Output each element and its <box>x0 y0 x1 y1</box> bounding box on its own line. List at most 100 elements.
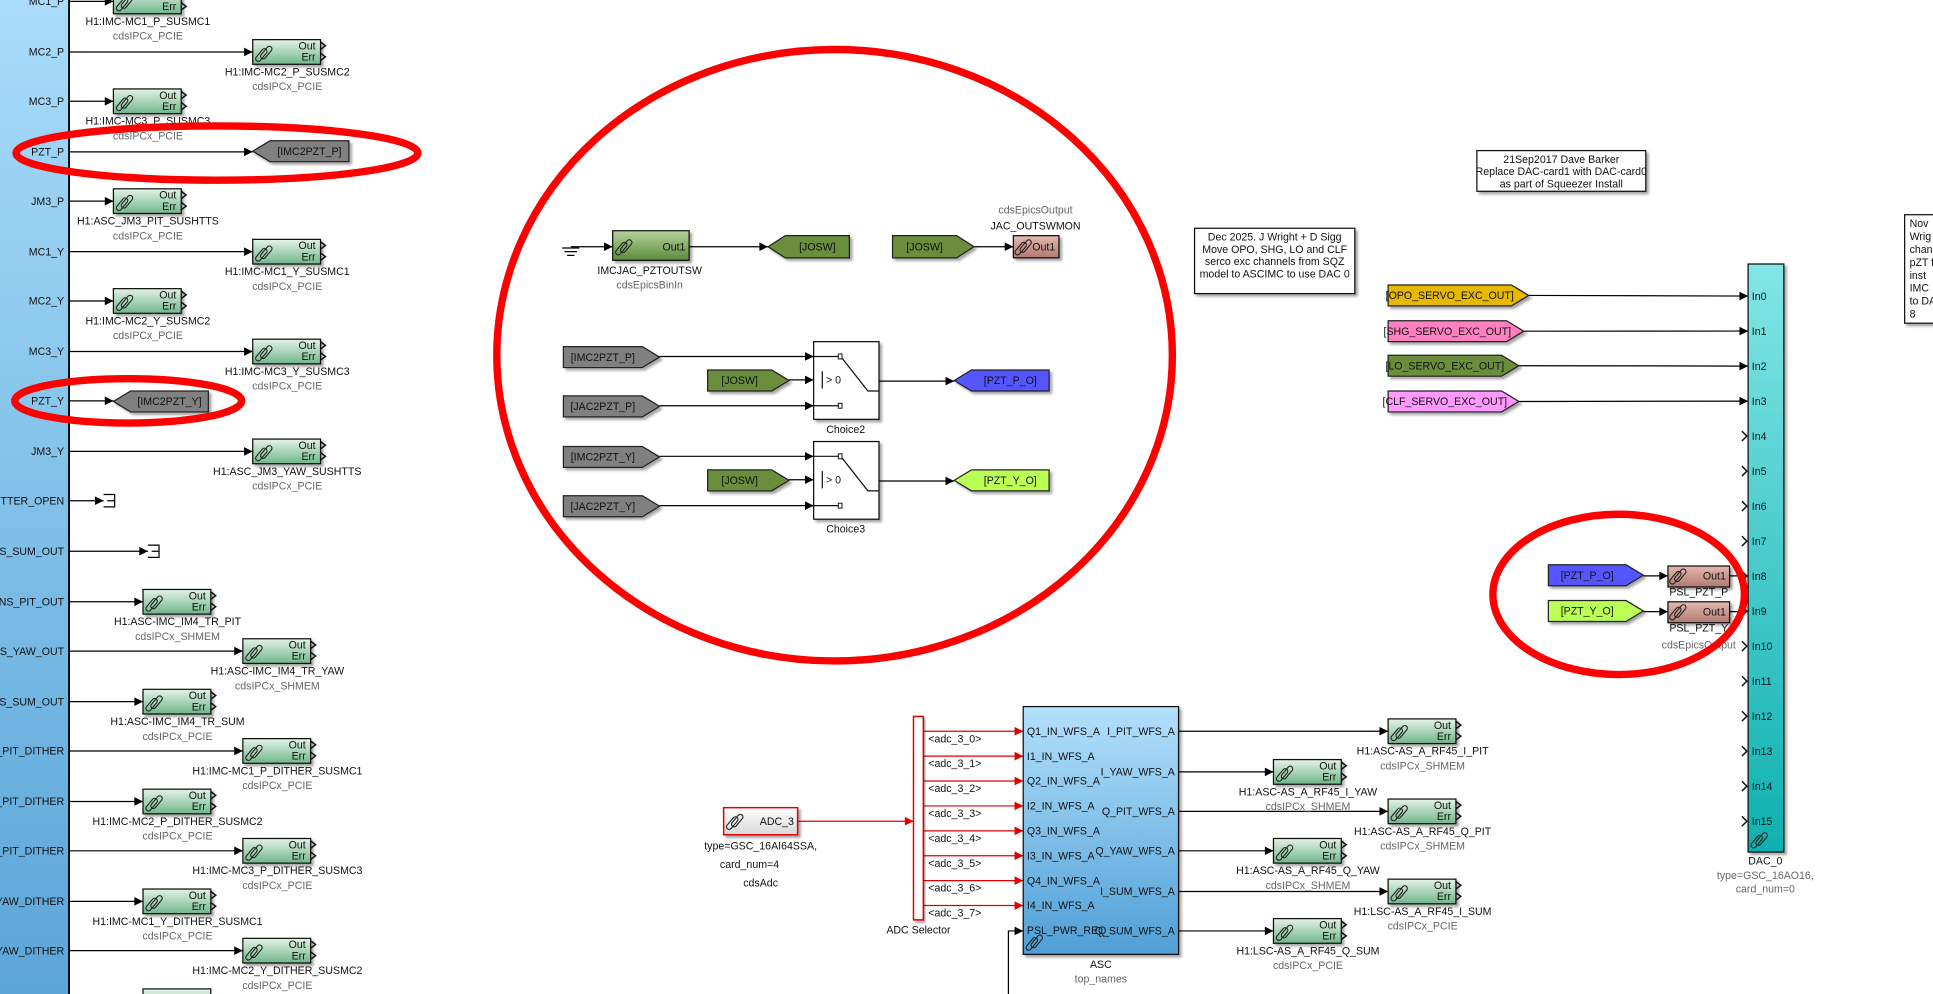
ipc-block-name: H1:IMC-MC3_P_DITHER_SUSMC3 <box>192 865 362 877</box>
adc-selector-block[interactable] <box>912 715 925 921</box>
ipc-out-port-label: Out <box>189 890 206 902</box>
asc-input-port: Q2_IN_WFS_A <box>1027 776 1101 788</box>
goto-pzt-p-o[interactable] <box>952 369 1050 392</box>
dac-name: DAC_0 <box>1748 855 1782 867</box>
adc-channel-label: <adc_3_6> <box>928 883 981 895</box>
library-link-icon <box>1390 724 1408 742</box>
from-lo-servo-exc[interactable] <box>1387 354 1520 377</box>
ipc-block-type: cdsIPCx_PCIE <box>113 330 183 342</box>
switch-block-1[interactable] <box>813 440 880 520</box>
bus-signal-line-arrowhead <box>104 0 114 6</box>
ipc-block-partial[interactable] <box>142 988 212 994</box>
ipc-block-type: cdsIPCx_PCIE <box>242 880 312 892</box>
ipc-err-port-label: Err <box>292 850 307 862</box>
goto-pzt-y-o[interactable] <box>952 469 1050 492</box>
psl-epics-output-block[interactable] <box>1667 601 1731 624</box>
dac-input-port: In5 <box>1752 466 1767 478</box>
psl-epics-output-block[interactable] <box>1667 565 1731 588</box>
ipc-block-name: H1:IMC-MC1_P_DITHER_SUSMC1 <box>192 765 362 777</box>
annotation-dec2025-line: serco exc channels from SQZ <box>1205 256 1345 268</box>
bus-port-label: PZT_P <box>31 147 64 159</box>
ipc-err-port-label: Err <box>192 701 207 713</box>
goto-josw[interactable] <box>766 235 851 259</box>
ipc-block[interactable] <box>1272 837 1342 864</box>
annotation-nov-partial-line: Wrig <box>1910 231 1932 243</box>
epics-binin-type: cdsEpicsBinIn <box>616 280 683 292</box>
from-josw[interactable] <box>706 369 791 392</box>
ipc-out-port-label: Out <box>189 690 206 702</box>
bus-port-label: _YAW_DITHER <box>0 945 64 957</box>
from-shg-servo-exc[interactable] <box>1387 320 1525 343</box>
from-josw[interactable] <box>891 235 976 259</box>
switch-icon <box>813 355 879 407</box>
dac-block[interactable] <box>1747 263 1785 853</box>
library-link-icon <box>245 944 263 961</box>
switch-output-wire-arrowhead <box>945 376 955 386</box>
from-clf-servo-exc[interactable] <box>1387 390 1520 413</box>
bus-port-label: MC1_P <box>29 0 64 8</box>
from-jac2pzt_p[interactable] <box>562 395 661 418</box>
ipc-block-name: H1:IMC-MC2_Y_DITHER_SUSMC2 <box>192 965 362 977</box>
from-shg-servo-exc-label: [SHG_SERVO_EXC_OUT] <box>1384 326 1512 338</box>
output-port-icon <box>210 890 217 911</box>
switch-name: Choice3 <box>826 524 865 536</box>
asc-subsystem-block[interactable] <box>1022 705 1180 955</box>
output-port-icon <box>320 241 327 261</box>
ipc-block-name: H1:IMC-MC1_P_SUSMC1 <box>86 16 211 28</box>
from-imc2pzt_p-label: [IMC2PZT_P] <box>571 352 635 364</box>
annotation-dec2025[interactable] <box>1193 227 1356 295</box>
epics-binin-block[interactable] <box>612 230 690 261</box>
asc-output-wire-arrowhead <box>1264 767 1274 777</box>
annotation-sep2017-line: as part of Squeezer Install <box>1500 179 1623 191</box>
ipc-block[interactable] <box>112 0 182 15</box>
ipc-err-port-label: Err <box>1437 891 1452 903</box>
library-link-icon <box>1669 604 1687 621</box>
output-port-icon <box>1455 800 1463 821</box>
epics-binin-out-label: Out1 <box>662 241 685 253</box>
bus-signal-line-arrowhead <box>134 697 144 706</box>
epics-output-jac-block[interactable] <box>1012 235 1060 259</box>
output-port-icon <box>210 591 217 612</box>
adc-bus-wire-arrowhead <box>904 816 914 826</box>
dac-input-port: In9 <box>1752 606 1767 618</box>
dac-input-port: In14 <box>1752 781 1773 793</box>
ipc-err-port-label: Err <box>301 251 316 263</box>
from-opo-servo-exc[interactable] <box>1387 284 1530 307</box>
output-port-icon <box>180 190 188 211</box>
highlight-ellipse <box>493 45 1177 665</box>
goto-imc2pzt-p[interactable] <box>251 140 350 163</box>
asc-input-port: I3_IN_WFS_A <box>1027 850 1096 862</box>
ipc-block[interactable] <box>252 39 322 65</box>
bus-signal-line-arrowhead <box>134 797 144 806</box>
from-imc2pzt_y[interactable] <box>562 445 661 469</box>
ipc-err-port-label: Err <box>192 901 207 913</box>
ipc-block[interactable] <box>252 338 322 365</box>
annotation-nov-partial-line: Nov <box>1910 218 1930 230</box>
switch-input-wire-arrowhead <box>805 452 814 461</box>
from-josw[interactable] <box>706 469 791 492</box>
annotation-nov-partial[interactable] <box>1904 214 1933 324</box>
switch-input-wire-arrowhead <box>805 352 814 361</box>
bus-signal-line-arrowhead <box>104 196 114 206</box>
from-josw-label: [JOSW] <box>906 241 943 253</box>
asc-output-port: Q_YAW_WFS_A <box>1095 846 1175 858</box>
epics-output-type: cdsEpicsOutput <box>998 204 1072 216</box>
switch-block-0[interactable] <box>813 341 880 420</box>
library-link-icon <box>1750 832 1768 849</box>
library-link-icon <box>245 844 263 861</box>
from-jac2pzt_y[interactable] <box>562 495 661 518</box>
ipc-block-type: cdsIPCx_PCIE <box>1388 921 1458 933</box>
from-pzt-y-o[interactable] <box>1547 599 1645 623</box>
bus-signal-line-arrowhead <box>234 846 243 856</box>
output-port-icon <box>180 90 188 111</box>
adc-block[interactable] <box>722 806 799 836</box>
ipc-out-port-label: Out <box>1434 880 1451 892</box>
dac-input-port: In10 <box>1752 641 1773 653</box>
from-imc2pzt_p[interactable] <box>562 345 661 369</box>
annotation-sep2017[interactable] <box>1476 149 1647 192</box>
goto-imc2pzt-y[interactable] <box>112 390 209 413</box>
from-pzt-p-o[interactable] <box>1547 564 1645 587</box>
annotation-nov-partial-line: chan <box>1910 244 1933 256</box>
input-port-icon <box>1741 710 1748 722</box>
